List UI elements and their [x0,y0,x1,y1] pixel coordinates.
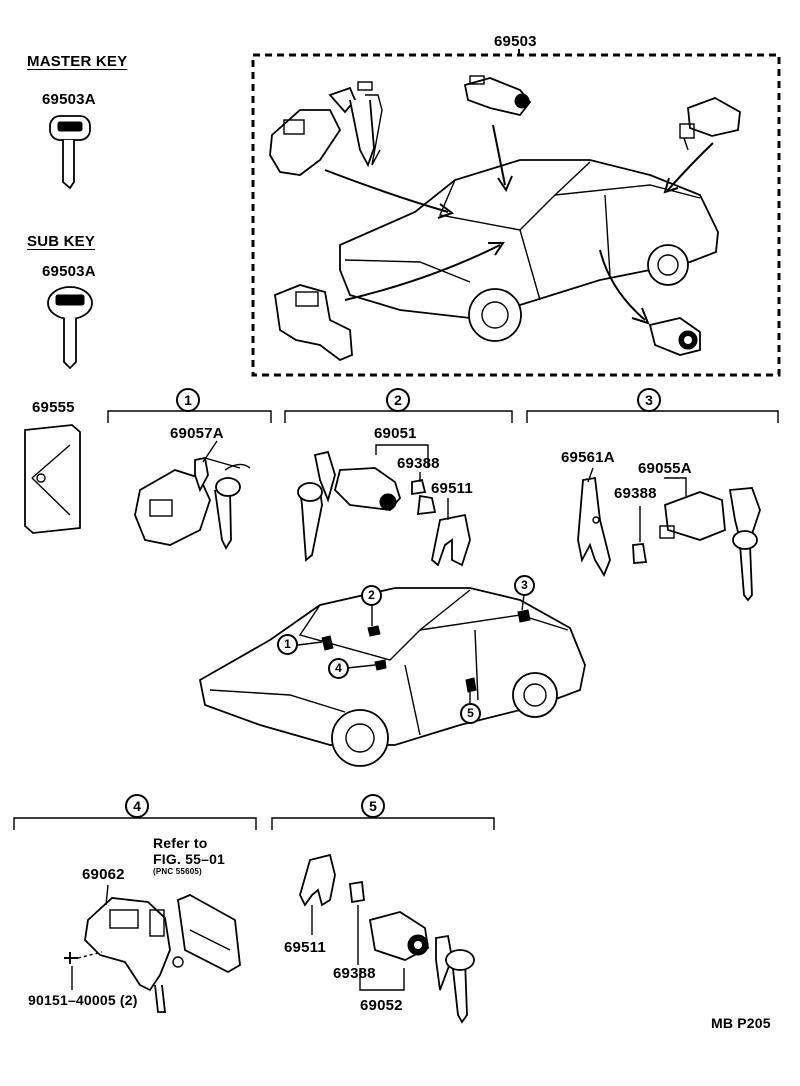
refer-to-label: Refer to [153,835,208,851]
page-code: MB P205 [711,1015,771,1031]
group3-clip-icon [632,543,648,564]
master-key-part-number: 69503A [42,91,96,108]
set-trunk-cylinder-icon [679,97,741,151]
group3-lever-part-number: 69561A [561,449,615,466]
group2-retainer-icon [431,513,471,567]
group1-ignition-icon [134,456,251,550]
callout-2: 2 [386,388,410,412]
middle-car-illustration [198,587,586,767]
group4-lock-icon [84,897,184,1013]
callout-3: 3 [637,388,661,412]
car-callout-2: 2 [361,585,382,606]
callout-4: 4 [125,794,149,818]
key-set-part-number: 69503 [494,33,537,50]
set-ignition-cylinder-icon [269,81,383,176]
set-door-cylinder-icon [463,75,532,117]
group3-lever-icon [577,476,611,578]
callout-1: 1 [176,388,200,412]
group3-clip-part-number: 69388 [614,485,657,502]
set-door-cylinder-right-icon [648,317,701,356]
refer-pnc-label: (PNC 55605) [153,867,202,876]
car-callout-1: 1 [277,634,298,655]
upper-car-illustration [324,124,719,342]
car-callout-5: 5 [460,703,481,724]
key-plate-icon [24,424,81,534]
callout-5: 5 [361,794,385,818]
group2-retainer-part-number: 69511 [431,480,473,497]
group2-main-part-number: 69051 [374,425,417,442]
group5-cylinder-icon [368,911,475,1024]
group5-retainer-part-number: 69511 [284,939,326,956]
group1-part-number: 69057A [170,425,224,442]
master-key-heading: MASTER KEY [27,53,128,70]
group4-part-number: 69062 [82,866,125,883]
key-set-frame [251,49,781,377]
group5-retainer-icon [299,853,336,907]
group5-clip-part-number: 69388 [333,965,376,982]
group3-main-part-number: 69055A [638,460,692,477]
screw-icon [64,951,103,964]
screw-part-number: 90151–40005 (2) [28,992,138,1008]
group5-clip-icon [349,880,365,904]
set-glovebox-lock-icon [274,284,353,362]
master-key-icon [49,115,91,190]
group2-cylinder-icon [297,450,437,562]
car-callout-4: 4 [328,658,349,679]
sub-key-icon [47,286,93,370]
refer-figure-label: FIG. 55–01 [153,851,226,867]
sub-key-part-number: 69503A [42,263,96,280]
group5-main-part-number: 69052 [360,997,403,1014]
glovebox-door-icon [177,894,241,974]
sub-key-heading: SUB KEY [27,233,96,250]
key-plate-part-number: 69555 [32,399,75,416]
group3-cylinder-icon [659,487,761,602]
group2-clip-part-number: 69388 [397,455,440,472]
car-callout-3: 3 [514,575,535,596]
